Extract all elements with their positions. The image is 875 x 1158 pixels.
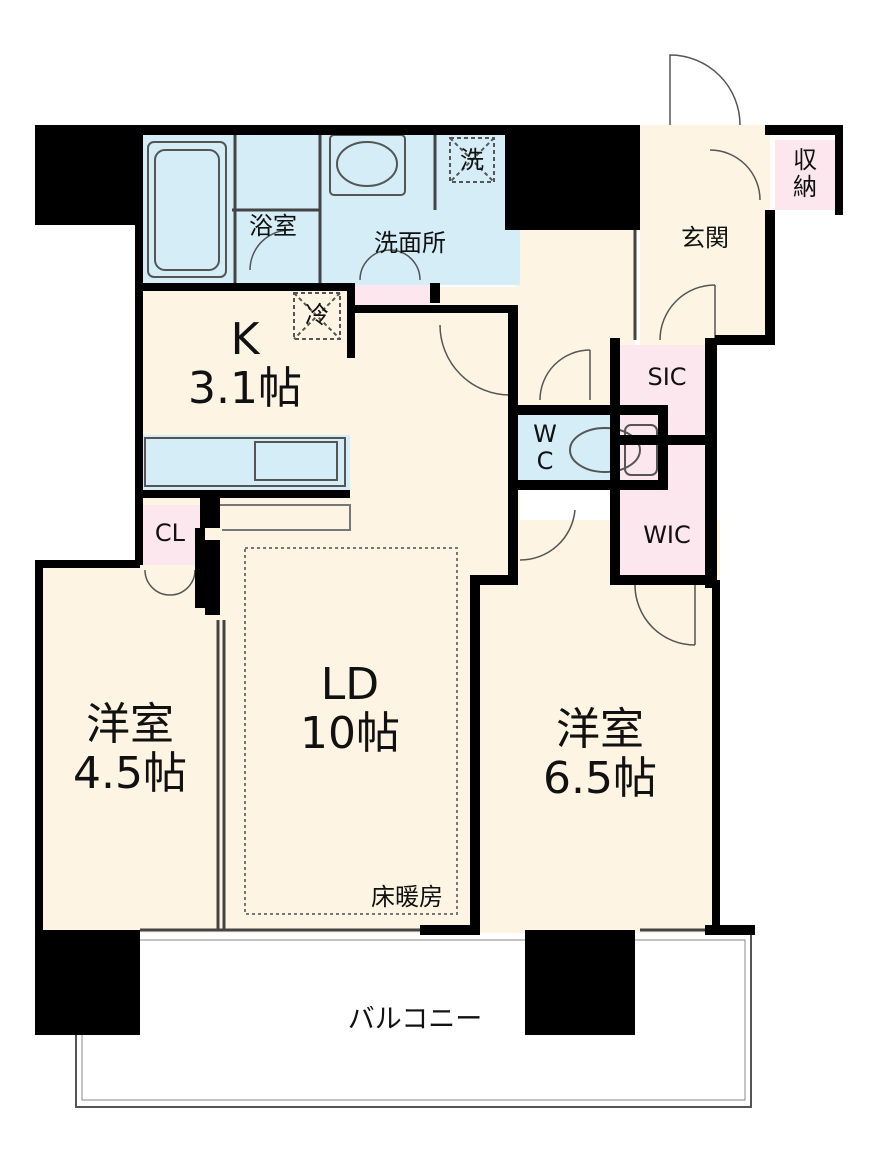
wic-label: WIC [643,521,691,549]
wc-label: W C [533,420,557,475]
storage-label: 収 納 [793,146,817,201]
walls [35,125,843,1035]
bath-label: 浴室 [249,212,297,240]
floor-heating-label: 床暖房 [371,883,443,911]
western-room-right-label: 洋室 6.5帖 [543,704,657,805]
balcony-area [75,931,752,1108]
entrance-label: 玄関 [681,224,729,252]
door-swings [144,54,761,646]
washroom-label: 洗面所 [374,229,446,257]
cl-label: CL [154,519,186,547]
kitchen-label: K 3.1帖 [188,314,302,415]
sic-label: SIC [647,363,687,391]
fridge-label: 冷 [305,301,329,329]
partitions [140,135,705,932]
washer-label: 洗 [460,146,484,174]
western-room-left-label: 洋室 4.5帖 [73,699,187,800]
balcony-label: バルコニー [347,1004,483,1035]
ld-label: LD 10帖 [300,659,400,760]
